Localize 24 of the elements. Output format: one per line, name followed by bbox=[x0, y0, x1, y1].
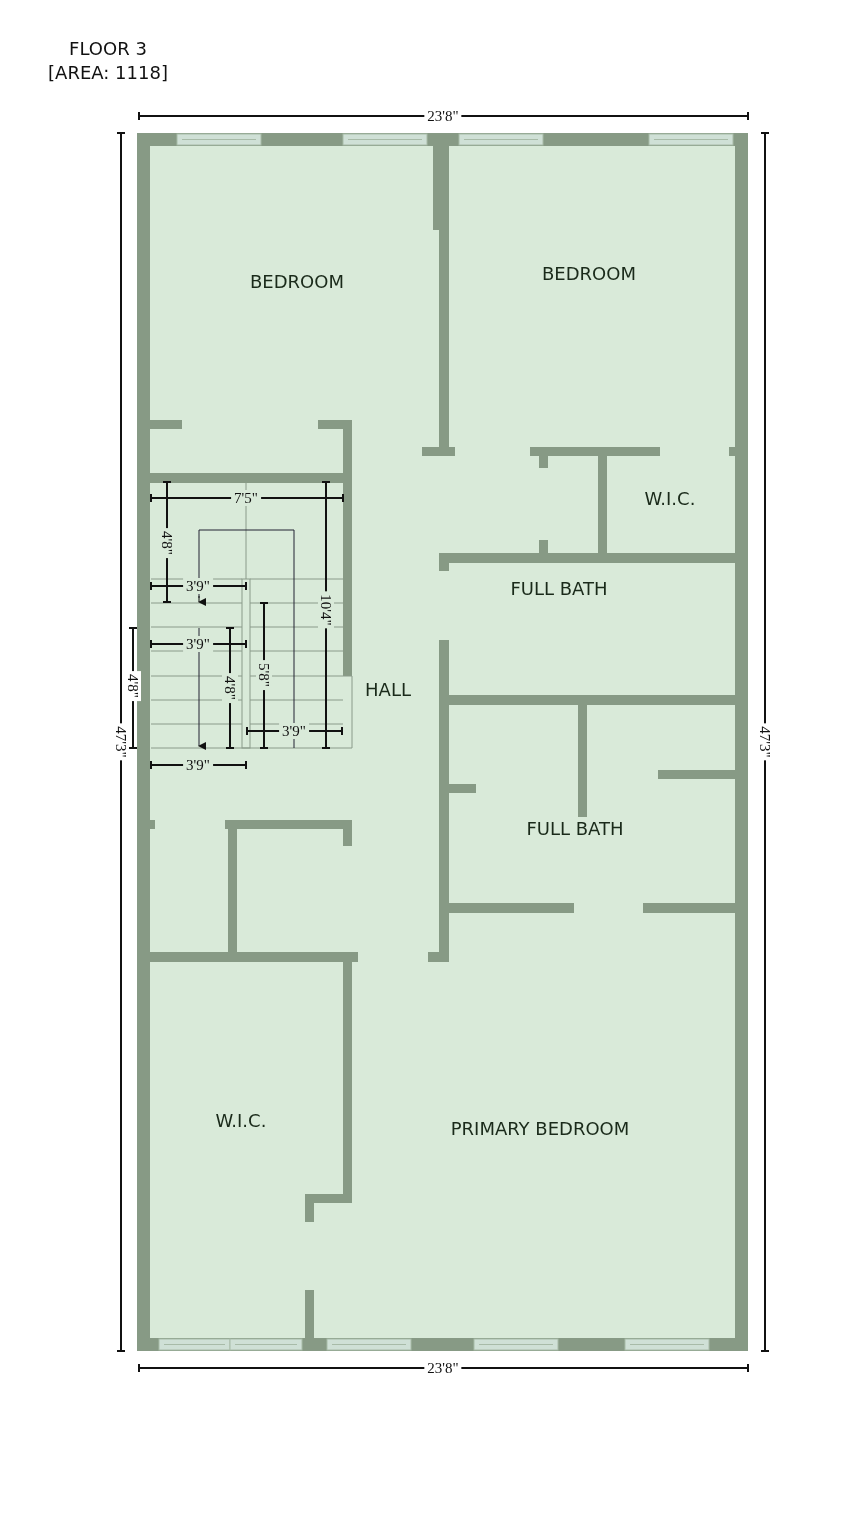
room-label: PRIMARY BEDROOM bbox=[450, 1117, 630, 1139]
dimension-label: 10'4" bbox=[318, 591, 334, 629]
dimension-label: 3'9" bbox=[183, 757, 213, 773]
dimension-label: 4'8" bbox=[125, 671, 141, 701]
floor-title: FLOOR 3 bbox=[69, 38, 147, 59]
dimension-label: 47'3" bbox=[757, 723, 773, 761]
dimension-label: 23'8" bbox=[424, 1360, 462, 1376]
dimension-label: 7'5" bbox=[231, 490, 261, 506]
dimension-label: 3'9" bbox=[183, 578, 213, 594]
room-label: BEDROOM bbox=[542, 262, 636, 284]
room-label: FULL BATH bbox=[510, 577, 608, 599]
room-label: FULL BATH bbox=[526, 817, 624, 839]
room-label: BEDROOM bbox=[250, 270, 344, 292]
dimension-label: 5'8" bbox=[256, 660, 272, 690]
room-label: HALL bbox=[365, 678, 411, 700]
dimension-label: 3'9" bbox=[183, 636, 213, 652]
dimension-label: 4'8" bbox=[222, 673, 238, 703]
area-label: [AREA: 1118] bbox=[48, 62, 168, 83]
dimension-label: 23'8" bbox=[424, 108, 462, 124]
room-label: W.I.C. bbox=[215, 1109, 267, 1131]
dimension-label: 3'9" bbox=[279, 723, 309, 739]
room-label: W.I.C. bbox=[644, 487, 696, 509]
dimension-label: 47'3" bbox=[113, 723, 129, 761]
dimension-label: 4'8" bbox=[159, 528, 175, 558]
